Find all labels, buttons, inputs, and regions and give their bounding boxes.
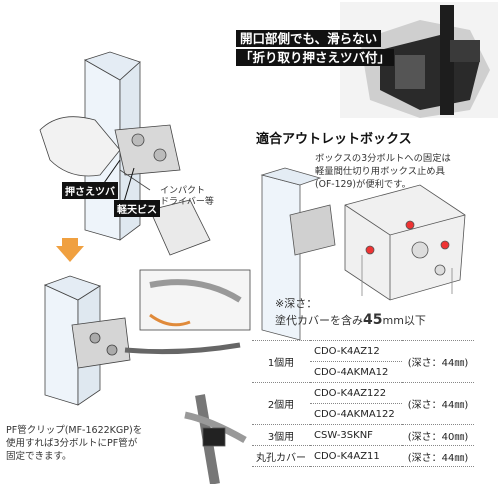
note-line1: ボックスの3分ボルトへの固定は: [315, 153, 451, 164]
banner-line1: 開口部側でも、滑らない: [236, 30, 382, 47]
depth-value: 45: [363, 312, 383, 328]
label-tsuba: 押さえツバ: [62, 182, 118, 199]
mount-note: ボックスの3分ボルトへの固定は 軽量間仕切り用ボックス止め具 (OF-129)が…: [315, 152, 451, 191]
label-impact: インパクト ドライバー等: [160, 186, 214, 208]
note-line3: (OF-129)が便利です。: [315, 179, 411, 190]
table-row: 2個用 CDO-K4AZ122 (深さ：44㎜): [252, 382, 474, 425]
compatibility-table: 1個用 CDO-K4AZ12 (深さ：44㎜) CDO-4AKMA12 2個用 …: [252, 340, 474, 467]
label-impact-line1: インパクト: [160, 186, 206, 196]
table-cell-model: CDO-K4AZ122: [310, 382, 402, 404]
pf-clip-note: PF管クリップ(MF-1622KGP)を 使用すれば3分ボルトにPF管が 固定で…: [6, 424, 142, 463]
table-cell-depth: (深さ：44㎜): [402, 445, 474, 467]
table-cell-depth: (深さ：44㎜): [402, 382, 474, 425]
table-cell-depth: (深さ：40㎜): [402, 424, 474, 446]
outlet-box-image: [260, 167, 466, 341]
table-cell-depth: (深さ：44㎜): [402, 340, 474, 383]
table-cell-group: 3個用: [252, 424, 310, 446]
depth-post: mm以下: [382, 314, 426, 327]
table-cell-model: CDO-4AKMA12: [310, 361, 402, 383]
table-row: 1個用 CDO-K4AZ12 (深さ：44㎜): [252, 340, 474, 383]
bracket-closeup-image: [340, 2, 498, 118]
pf-note-line1: PF管クリップ(MF-1622KGP)を: [6, 425, 143, 436]
table-cell-group: 丸孔カバー: [252, 445, 310, 467]
label-keiten: 軽天ビス: [114, 200, 160, 217]
label-impact-line2: ドライバー等: [160, 197, 214, 207]
table-row: 丸孔カバー CDO-K4AZ11 (深さ：44㎜): [252, 445, 474, 467]
table-cell-model: CDO-K4AZ11: [310, 445, 402, 467]
table-cell-group: 1個用: [252, 340, 310, 383]
table-cell-group: 2個用: [252, 382, 310, 425]
step-arrow-head-icon: [56, 246, 84, 262]
depth-pre: 塗代カバーを含み: [275, 314, 363, 327]
pf-clip-image: [184, 394, 247, 484]
table-cell-model: CDO-K4AZ12: [310, 340, 402, 362]
table-row: CDO-4AKMA12: [252, 361, 474, 383]
table-row: 3個用 CSW-3SKNF (深さ：40㎜): [252, 424, 474, 446]
table-cell-model: CDO-4AKMA122: [310, 403, 402, 425]
depth-line2: 塗代カバーを含み45mm以下: [275, 312, 426, 329]
note-line2: 軽量間仕切り用ボックス止め具: [315, 166, 445, 177]
feature-banner: 開口部側でも、滑らない 「折り取り押さえツバ付」: [236, 30, 395, 68]
install-step1-image: [39, 51, 211, 256]
banner-line2: 「折り取り押さえツバ付」: [236, 49, 395, 66]
table-row: CDO-4AKMA122: [252, 403, 474, 425]
section-title: 適合アウトレットボックス: [256, 132, 412, 147]
step-arrow-icon: [62, 238, 78, 247]
pf-note-line2: 使用すれば3分ボルトにPF管が: [6, 438, 138, 449]
install-step2-image: [43, 269, 251, 406]
pf-note-line3: 固定できます。: [6, 451, 72, 462]
depth-line1: ※深さ：: [275, 297, 318, 310]
depth-note: ※深さ： 塗代カバーを含み45mm以下: [275, 296, 426, 329]
table-cell-model: CSW-3SKNF: [310, 424, 402, 446]
